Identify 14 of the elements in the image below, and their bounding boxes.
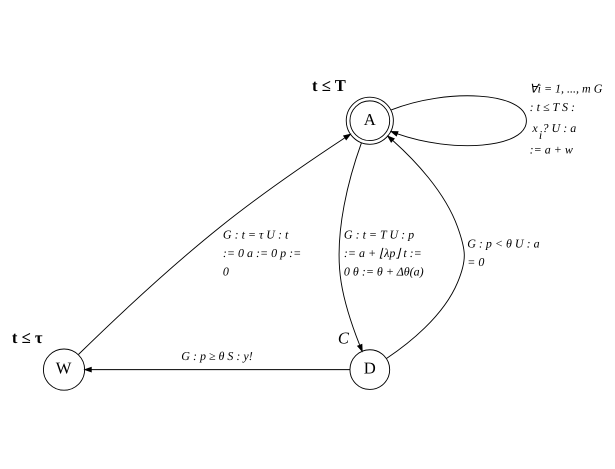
edge-label: G : t = T U : p := a + ⌊λp⌋ t := 0 θ := θ + Δθ(a) bbox=[344, 227, 424, 278]
arrow bbox=[338, 142, 363, 353]
edge-label: G : p ≥ θ S : y! bbox=[181, 348, 253, 363]
node-label: C bbox=[338, 328, 350, 348]
node-label: t ≤ τ bbox=[12, 328, 43, 347]
edge-label: G : p < θ U : a = 0 bbox=[467, 236, 540, 270]
edge-label: G : t = τ U : t := 0 a := 0 p := 0 bbox=[222, 227, 302, 278]
node-label: t ≤ T bbox=[312, 76, 346, 96]
arrow bbox=[386, 135, 465, 359]
arrow bbox=[83, 366, 350, 373]
node-circle: D bbox=[349, 349, 390, 390]
arrow bbox=[78, 133, 352, 355]
node-circle: W bbox=[42, 348, 86, 391]
arrow bbox=[390, 95, 527, 146]
